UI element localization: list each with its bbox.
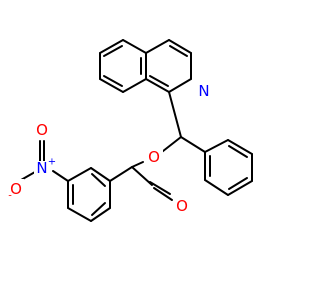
bond bbox=[168, 91, 182, 138]
bond bbox=[103, 45, 123, 57]
atom-labels: N O O N + O O - bbox=[8, 81, 213, 215]
bond bbox=[227, 139, 253, 155]
atom-o-ester-label: O bbox=[148, 148, 160, 166]
bond bbox=[91, 173, 106, 187]
bond bbox=[168, 39, 192, 54]
atom-n-nitro: N + bbox=[34, 157, 56, 179]
bond bbox=[228, 145, 248, 158]
chemical-structure: N O O N + O O - bbox=[8, 39, 253, 222]
atom-n-nitro-label: N bbox=[36, 159, 47, 177]
bond bbox=[67, 207, 92, 222]
bond bbox=[91, 202, 106, 216]
bond-lines bbox=[20, 39, 253, 222]
bond bbox=[131, 166, 153, 186]
bond bbox=[169, 45, 188, 57]
atom-o-carbonyl-label: O bbox=[176, 197, 188, 215]
bond bbox=[145, 39, 170, 54]
bond bbox=[227, 180, 253, 196]
atom-o-nitro-single-label: O bbox=[10, 180, 22, 198]
atom-o-carbonyl: O bbox=[175, 196, 191, 215]
atom-o-nitro-double-label: O bbox=[36, 121, 48, 139]
bond bbox=[180, 136, 206, 153]
bond bbox=[204, 179, 229, 196]
bond bbox=[109, 166, 133, 182]
bond bbox=[149, 181, 171, 195]
bond bbox=[103, 75, 123, 87]
bond bbox=[204, 139, 229, 153]
bond bbox=[149, 75, 169, 87]
bond bbox=[122, 39, 147, 54]
bond bbox=[122, 78, 147, 93]
atom-o-nitro-single: O - bbox=[8, 179, 24, 202]
bond bbox=[67, 167, 92, 182]
atom-n-nitro-charge: + bbox=[48, 157, 56, 168]
bond bbox=[90, 167, 111, 182]
atom-o-ester: O bbox=[147, 147, 163, 166]
atom-n-ring: N bbox=[197, 81, 213, 100]
bond bbox=[153, 187, 173, 201]
atom-o-nitro-single-charge: - bbox=[8, 191, 12, 202]
bond bbox=[90, 207, 111, 222]
bond bbox=[168, 78, 192, 93]
atom-n-ring-label: N bbox=[198, 82, 209, 100]
bond bbox=[20, 171, 36, 181]
atom-o-nitro-double: O bbox=[34, 120, 50, 139]
bond bbox=[52, 170, 69, 182]
bond bbox=[99, 39, 124, 54]
bond bbox=[131, 161, 144, 168]
bond bbox=[99, 78, 124, 93]
bond bbox=[228, 177, 248, 190]
bond bbox=[145, 78, 170, 93]
